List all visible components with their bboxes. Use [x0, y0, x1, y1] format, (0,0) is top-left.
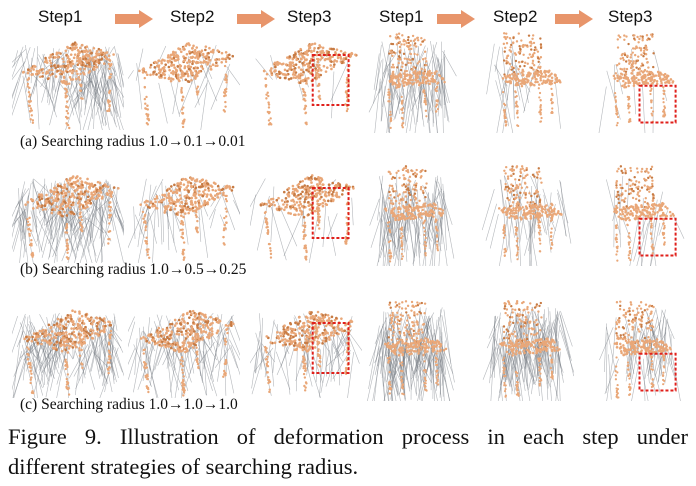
arrow-right-icon [115, 10, 153, 28]
step-label-right-1: Step1 [379, 7, 424, 26]
table-render-row3-step3 [250, 310, 362, 398]
row-caption-c: (c) Searching radius 1.0→1.0→1.0 [20, 396, 238, 413]
table-render-row3-step2 [128, 309, 240, 398]
step-label-left-1: Step1 [38, 7, 83, 26]
chair-render-row1-step2 [486, 32, 562, 133]
figure-caption: Figure 9. Illustration of deformation pr… [8, 422, 688, 482]
chair-render-row1-step3 [598, 33, 677, 133]
table-render-row1-step2 [128, 42, 240, 130]
step-label-left-3: Step3 [287, 7, 332, 26]
table-render-row2-step3 [250, 174, 355, 263]
step-label-left-2: Step2 [170, 7, 215, 26]
row-caption-a: (a) Searching radius 1.0→0.1→0.01 [20, 133, 246, 150]
table-render-row3-step1 [12, 309, 124, 398]
figure-caption-line-2: different strategies of searching radius… [8, 454, 359, 479]
chair-render-row1-step1 [368, 32, 457, 133]
row-caption-b: (b) Searching radius 1.0→0.5→0.25 [20, 261, 247, 278]
table-render-row2-step1 [12, 175, 124, 263]
table-render-row2-step2 [128, 176, 240, 263]
table-render-row1-step3 [255, 42, 358, 126]
chair-render-row2-step3 [606, 165, 685, 266]
arrow-right-icon [555, 10, 593, 28]
chair-render-row2-step2 [481, 165, 572, 266]
step-header: Step1 Step2 Step3 Step1 Step2 Step3 [0, 4, 696, 30]
chair-render-row3-step2 [482, 300, 575, 401]
table-render-row1-step1 [12, 41, 124, 130]
arrow-right-icon [237, 10, 275, 28]
arrow-right-icon [437, 10, 475, 28]
step-label-right-2: Step2 [493, 7, 538, 26]
chair-render-row2-step1 [369, 165, 455, 266]
chair-render-row3-step1 [367, 300, 455, 401]
chair-render-row3-step3 [599, 300, 681, 401]
step-label-right-3: Step3 [608, 7, 653, 26]
figure-caption-line-1: Figure 9. Illustration of deformation pr… [8, 424, 688, 449]
